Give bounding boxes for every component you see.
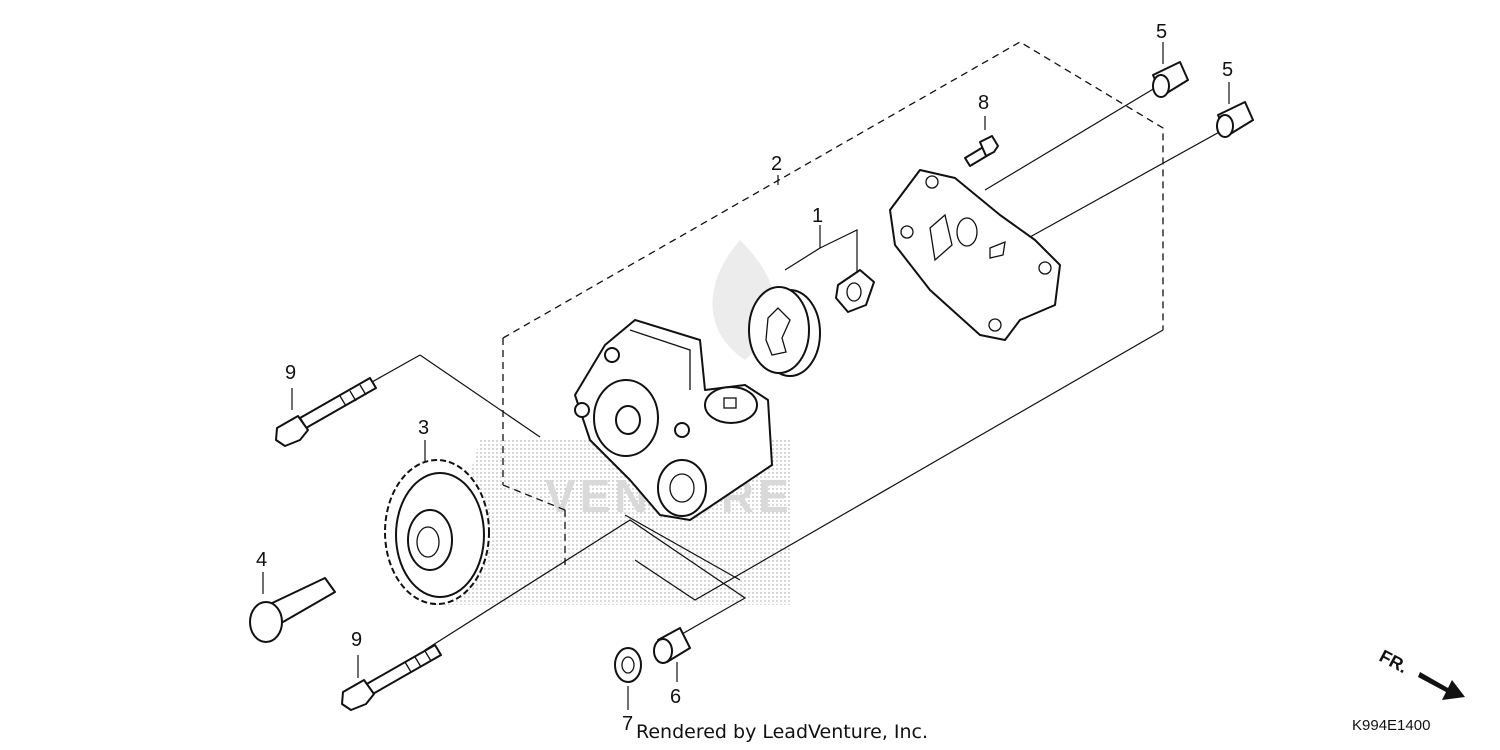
- callout-8: 8: [978, 92, 989, 114]
- callout-7: 7: [622, 713, 633, 735]
- screw-part: [964, 135, 999, 167]
- callout-9-upper: 9: [285, 362, 296, 384]
- dowel-upper: [1152, 61, 1189, 98]
- callout-2: 2: [771, 153, 782, 175]
- seal-part-7: [614, 647, 642, 683]
- inner-rotor-part: [835, 269, 875, 313]
- callout-5-lower: 5: [1222, 59, 1233, 81]
- dowel-lower: [1216, 101, 1254, 138]
- callout-1: 1: [812, 205, 823, 227]
- rotor-part: [748, 286, 821, 377]
- callout-5-upper: 5: [1156, 21, 1167, 43]
- bolt-upper: [275, 377, 377, 447]
- gear-part: [384, 459, 490, 605]
- front-arrow-icon: [1418, 672, 1465, 700]
- pump-cover: [889, 169, 1061, 341]
- pin-part: [249, 577, 336, 643]
- callout-9-lower: 9: [351, 629, 362, 651]
- callout-3: 3: [418, 417, 429, 439]
- callout-6: 6: [670, 686, 681, 708]
- dowel-part-6: [653, 627, 691, 664]
- bolt-lower: [341, 644, 442, 711]
- diagram-code: K994E1400: [1352, 717, 1430, 734]
- front-direction-indicator: FR.: [1376, 646, 1465, 700]
- render-credit: Rendered by LeadVenture, Inc.: [636, 721, 928, 743]
- callout-4: 4: [256, 549, 267, 571]
- front-label: FR.: [1376, 646, 1411, 677]
- pump-body: [574, 319, 773, 521]
- leader-lines: [262, 42, 1233, 710]
